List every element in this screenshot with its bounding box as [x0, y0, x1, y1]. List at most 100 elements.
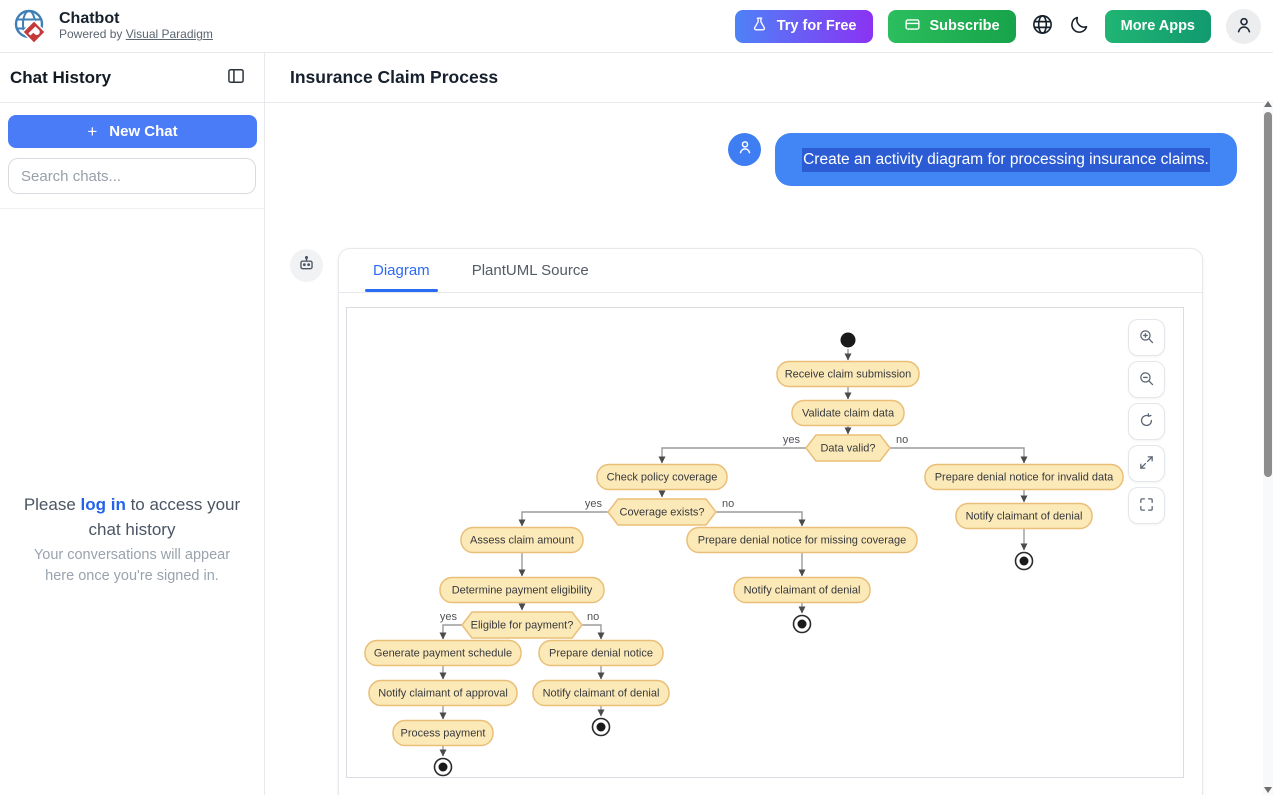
search-chats-wrap	[0, 148, 264, 209]
sidebar-collapse-icon	[226, 66, 246, 89]
diagram-edge	[518, 511, 608, 527]
activity-label: Prepare denial notice for missing covera…	[698, 535, 907, 547]
decision-label: Eligible for payment?	[471, 620, 574, 632]
activity-node	[596, 463, 728, 491]
activity-node	[733, 576, 871, 604]
activity-node	[955, 502, 1093, 530]
bot-avatar	[290, 249, 323, 282]
person-icon	[736, 138, 754, 161]
sidebar: Chat History + New Chat Please log in to…	[0, 53, 265, 795]
dark-mode-button[interactable]	[1069, 14, 1090, 38]
decision-label: Coverage exists?	[620, 507, 705, 519]
activity-label: Assess claim amount	[470, 535, 574, 547]
zoom-out-button[interactable]	[1128, 361, 1165, 398]
zoom-in-icon	[1138, 328, 1155, 348]
flask-icon	[751, 16, 768, 37]
robot-icon	[297, 254, 316, 278]
diagram-edge	[439, 624, 462, 640]
app-title: Chatbot	[59, 9, 120, 27]
edge-label: no	[896, 434, 908, 446]
diagram-edge	[890, 447, 1028, 464]
activity-node	[364, 639, 522, 667]
scrollbar-thumb[interactable]	[1264, 112, 1272, 477]
sidebar-header: Chat History	[0, 53, 264, 103]
decision-node	[461, 611, 583, 639]
app-title-block: Chatbot Powered by Visual Paradigm	[59, 10, 213, 42]
account-avatar-button[interactable]	[1226, 8, 1261, 44]
activity-node	[439, 576, 605, 604]
log-in-link[interactable]: log in	[80, 495, 126, 514]
edge-label: yes	[783, 434, 801, 446]
zoom-out-icon	[1138, 370, 1155, 390]
activity-node	[392, 719, 494, 747]
activity-label: Validate claim data	[802, 408, 895, 420]
diagram-edge	[658, 447, 806, 464]
activity-node	[368, 679, 518, 707]
user-message-text: Create an activity diagram for processin…	[802, 147, 1210, 172]
login-prompt: Please log in to access your chat histor…	[0, 493, 264, 587]
activity-label: Check policy coverage	[607, 472, 718, 484]
edge-label: yes	[585, 498, 603, 510]
scrollbar-up-arrow[interactable]	[1264, 101, 1272, 107]
more-apps-button[interactable]: More Apps	[1104, 9, 1211, 43]
main-header: Insurance Claim Process	[265, 53, 1273, 103]
fullscreen-icon	[1138, 496, 1155, 516]
diagram-edge	[582, 624, 605, 640]
visual-paradigm-link[interactable]: Visual Paradigm	[125, 27, 213, 42]
activity-label: Notify claimant of denial	[543, 688, 660, 700]
plus-icon: +	[87, 121, 98, 141]
scrollbar-down-arrow[interactable]	[1264, 787, 1272, 793]
end-node-inner	[797, 619, 807, 629]
reset-view-button[interactable]	[1128, 403, 1165, 440]
language-globe-button[interactable]	[1031, 13, 1054, 39]
tab-plantuml-source[interactable]: PlantUML Source	[471, 262, 589, 279]
activity-label: Determine payment eligibility	[452, 585, 593, 597]
activity-node	[924, 463, 1124, 491]
tab-diagram[interactable]: Diagram	[365, 249, 438, 292]
activity-label: Prepare denial notice for invalid data	[935, 472, 1114, 484]
new-chat-button[interactable]: + New Chat	[8, 115, 257, 148]
diagram-edge	[716, 511, 806, 527]
edge-label: no	[722, 498, 734, 510]
activity-label: Process payment	[401, 728, 486, 740]
moon-icon	[1069, 14, 1090, 38]
edge-label: yes	[440, 611, 458, 623]
expand-arrows-icon	[1138, 454, 1155, 474]
activity-node	[460, 526, 584, 554]
page-title: Insurance Claim Process	[290, 67, 499, 87]
activity-node	[538, 639, 664, 667]
activity-label: Notify claimant of denial	[966, 511, 1083, 523]
sidebar-collapse-button[interactable]	[226, 66, 246, 89]
search-chats-input[interactable]	[8, 158, 256, 194]
edge-label: no	[587, 611, 599, 623]
login-subtext: Your conversations will appear here once…	[33, 547, 231, 585]
main-area: Insurance Claim Process Create an activi…	[265, 53, 1273, 795]
subscribe-button[interactable]: Subscribe	[887, 9, 1016, 43]
activity-label: Prepare denial notice	[549, 648, 653, 660]
fullscreen-button[interactable]	[1128, 487, 1165, 524]
chat-history-title: Chat History	[10, 67, 112, 87]
tabbar: Diagram PlantUML Source	[339, 249, 1202, 293]
decision-node	[607, 498, 717, 526]
visual-paradigm-logo-icon	[10, 6, 50, 46]
zoom-in-button[interactable]	[1128, 319, 1165, 356]
activity-label: Notify claimant of denial	[744, 585, 861, 597]
activity-label: Generate payment schedule	[374, 648, 512, 660]
vertical-scrollbar[interactable]	[1263, 100, 1273, 795]
try-for-free-button[interactable]: Try for Free	[734, 9, 873, 43]
activity-label: Notify claimant of approval	[378, 688, 508, 700]
diagram-controls	[1128, 319, 1165, 524]
expand-button[interactable]	[1128, 445, 1165, 482]
globe-icon	[1031, 13, 1054, 39]
user-avatar	[728, 133, 761, 166]
activity-node	[532, 679, 670, 707]
activity-node	[776, 360, 920, 388]
end-node-inner	[438, 762, 448, 772]
header-actions: Try for Free Subscribe	[734, 8, 1261, 44]
reset-rotate-icon	[1138, 412, 1155, 432]
user-message-bubble: Create an activity diagram for processin…	[775, 133, 1237, 186]
